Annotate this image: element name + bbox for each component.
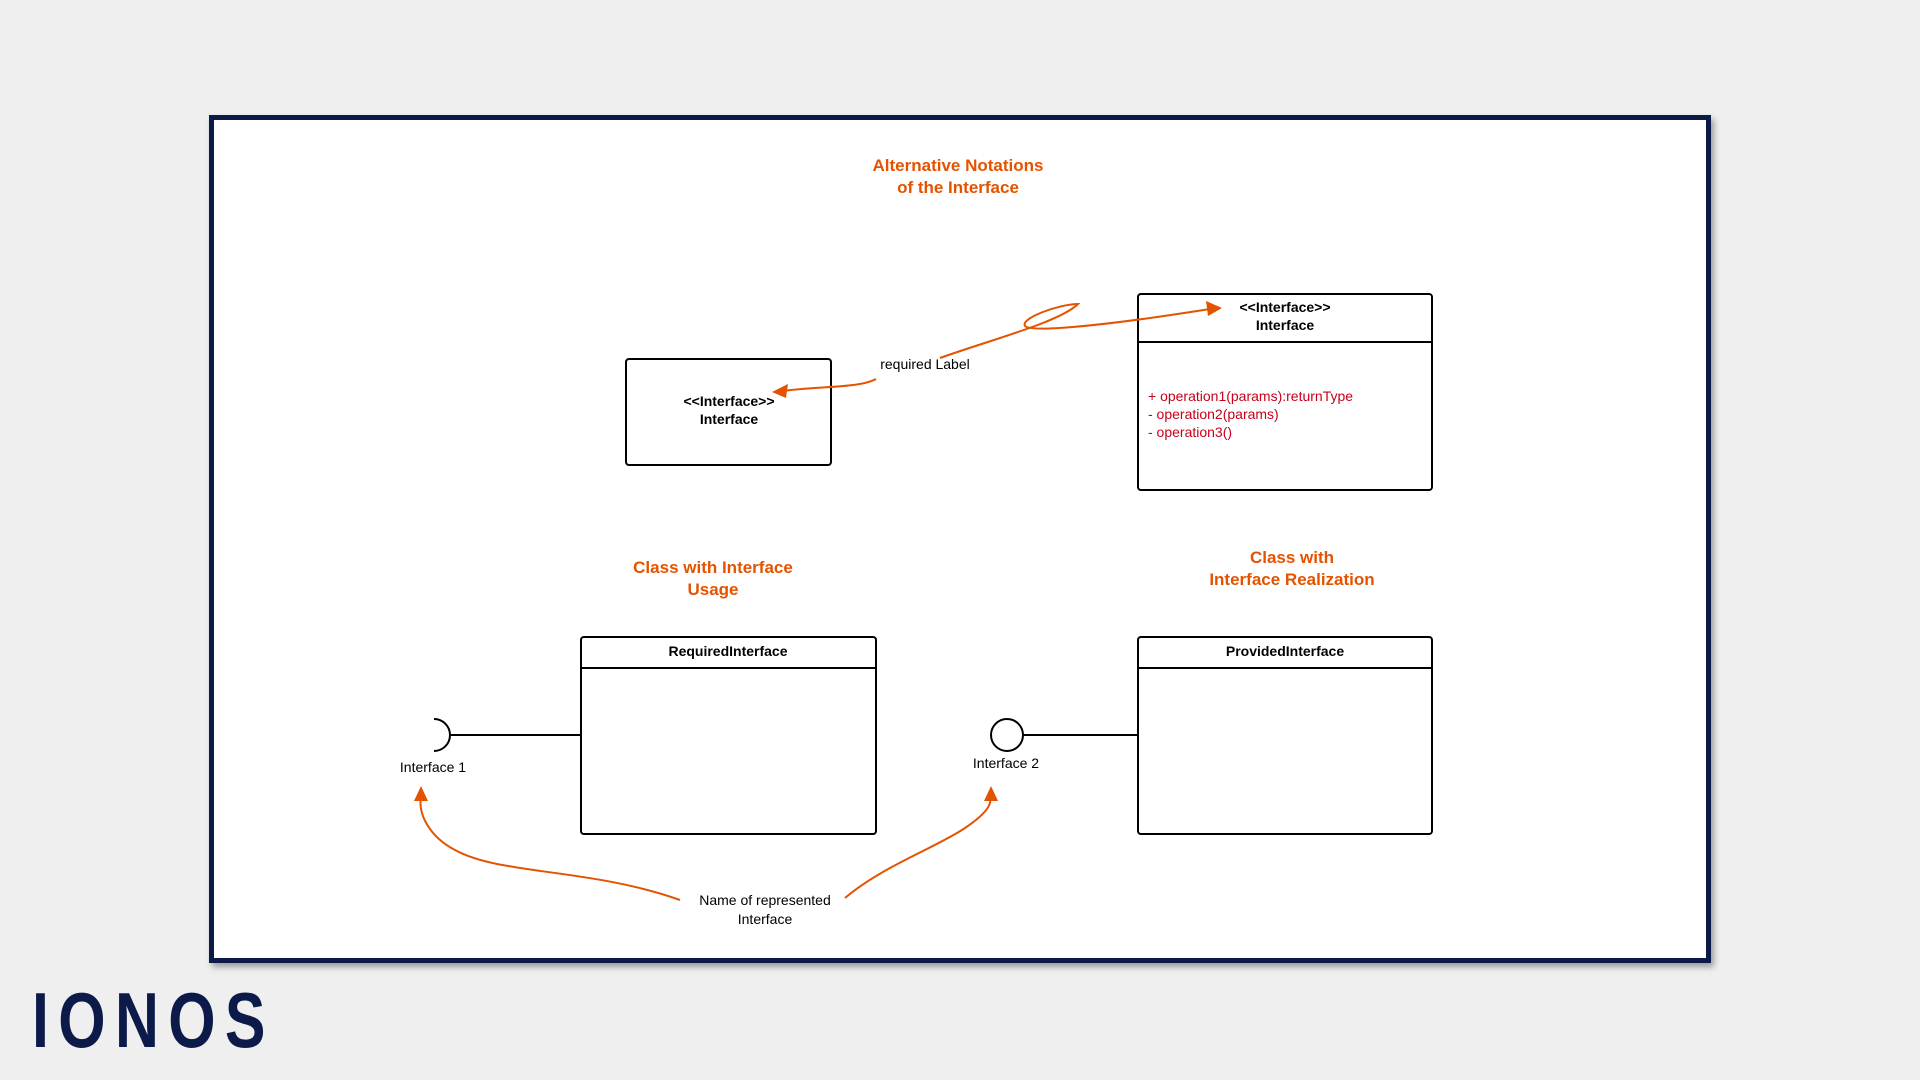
- full-interface-stereotype: <<Interface>>: [1239, 299, 1330, 315]
- arrow-to-interface-1: [414, 786, 681, 901]
- title-usage-line2: Usage: [687, 580, 738, 599]
- required-interface-class: RequiredInterface: [580, 636, 877, 835]
- ionos-logo: IONOS: [32, 975, 275, 1065]
- annotation-line2: Interface: [738, 911, 793, 927]
- operation-2: - operation2(params): [1148, 406, 1279, 422]
- provided-class-name: ProvidedInterface: [1226, 643, 1344, 659]
- title-alternative-notations-line2: of the Interface: [897, 178, 1019, 197]
- required-interface-socket: Interface 1: [400, 718, 581, 775]
- provided-interface-lollipop: Interface 2: [973, 718, 1138, 771]
- arrow-to-full-interface: [939, 301, 1222, 359]
- simple-interface-name: Interface: [700, 411, 759, 427]
- diagram-frame: [209, 115, 1711, 963]
- simple-interface-stereotype: <<Interface>>: [683, 393, 774, 409]
- interface-2-label: Interface 2: [973, 755, 1039, 771]
- title-alternative-notations-line1: Alternative Notations: [873, 156, 1044, 175]
- full-interface-box: <<Interface>> Interface + operation1(par…: [1137, 293, 1433, 491]
- arrow-to-simple-interface: [772, 378, 877, 398]
- interface-1-label: Interface 1: [400, 759, 466, 775]
- required-label-text: required Label: [880, 356, 970, 372]
- provided-interface-class: ProvidedInterface: [1137, 636, 1433, 835]
- title-realization-line2: Interface Realization: [1209, 570, 1374, 589]
- full-interface-name: Interface: [1256, 317, 1315, 333]
- simple-interface-box: <<Interface>> Interface: [625, 358, 832, 466]
- operation-3: - operation3(): [1148, 424, 1232, 440]
- title-realization-line1: Class with: [1250, 548, 1334, 567]
- operation-1: + operation1(params):returnType: [1148, 388, 1353, 404]
- annotation-line1: Name of represented: [699, 892, 831, 908]
- title-usage-line1: Class with Interface: [633, 558, 793, 577]
- logo-text: IONOS: [32, 975, 275, 1064]
- required-class-name: RequiredInterface: [668, 643, 787, 659]
- arrow-to-interface-2: [844, 786, 998, 899]
